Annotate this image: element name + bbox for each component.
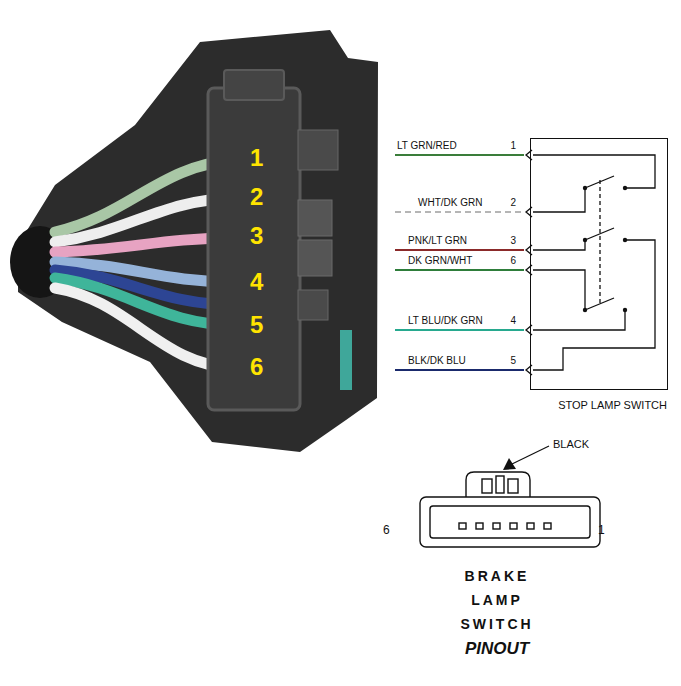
pin-number: 5 (250, 311, 263, 339)
pin-number: 2 (250, 183, 263, 211)
pin-number: 6 (250, 353, 263, 381)
wire-color: WHT/DK GRN (418, 197, 482, 209)
schematic-wires (395, 155, 524, 370)
wire-color: PNK/LT GRN (408, 235, 467, 247)
pin-number: 3 (510, 235, 516, 247)
connector-pinout (420, 472, 600, 547)
component-name: STOP LAMP SWITCH (558, 399, 667, 412)
switch-box: STOP LAMP SWITCH (530, 138, 668, 390)
connector-housing (208, 70, 352, 410)
pin-number: 2 (510, 197, 516, 209)
pin-number: 1 (250, 144, 263, 172)
pin-number: 1 (510, 140, 516, 152)
pin-number: 4 (250, 268, 263, 296)
title-word: LAMP (471, 592, 523, 608)
wire-color: LT BLU/DK GRN (408, 315, 483, 327)
title-word: BRAKE (465, 568, 530, 584)
wire-color: DK GRN/WHT (408, 255, 472, 267)
pin-number: 3 (250, 222, 263, 250)
pin-number: 5 (510, 355, 516, 367)
switch-contacts (533, 155, 655, 370)
callout-label: BLACK (553, 438, 589, 451)
title-word: PINOUT (465, 639, 529, 659)
wire-color: LT GRN/RED (397, 140, 457, 152)
title-word: SWITCH (460, 616, 533, 632)
pin-number: 1 (598, 524, 605, 538)
pin-number: 6 (383, 524, 390, 538)
pin-terminals (526, 150, 532, 375)
wire-color: BLK/DK BLU (408, 355, 466, 367)
pin-number: 4 (510, 315, 516, 327)
pin-number: 6 (510, 255, 516, 267)
leader-arrow (503, 446, 549, 470)
photo-background (18, 30, 378, 452)
contact-dots (583, 186, 627, 312)
